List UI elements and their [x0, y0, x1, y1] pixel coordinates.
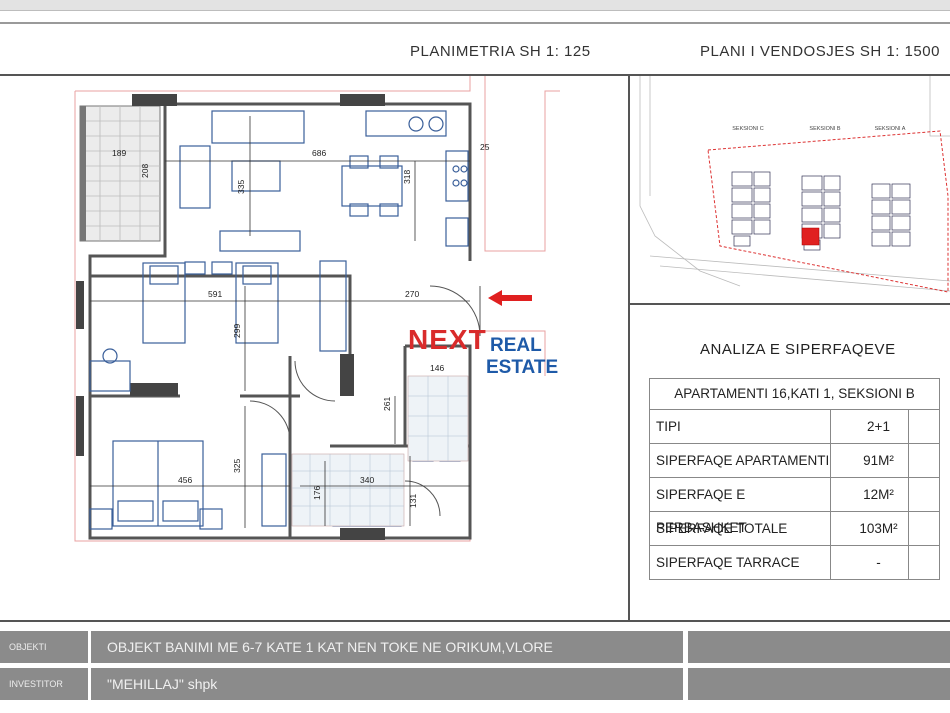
footer-investitor-row: INVESTITOR "MEHILLAJ" shpk [0, 668, 950, 702]
table-header: APARTAMENTI 16,KATI 1, SEKSIONI B [674, 386, 915, 401]
logo-estate: ESTATE [486, 357, 559, 378]
objekti-label: OBJEKTI [0, 631, 88, 663]
dim-340: 340 [360, 475, 374, 485]
footer-objekti-row: OBJEKTI OBJEKT BANIMI ME 6-7 KATE 1 KAT … [0, 631, 950, 665]
top-bar [0, 0, 950, 11]
table-header-row: APARTAMENTI 16,KATI 1, SEKSIONI B [650, 379, 939, 409]
dim-335: 335 [236, 180, 246, 194]
table-row: SIPERFAQE APARTAMENTI 91M² [650, 443, 939, 477]
table-row: SIPERFAQE TOTALE 103M² [650, 511, 939, 545]
table-row: SIPERFAQE E PERBASHKET 12M² [650, 477, 939, 535]
footer-divider [0, 620, 950, 622]
investitor-extra-cell [688, 668, 950, 700]
dim-176: 176 [312, 486, 322, 500]
objekti-value: OBJEKT BANIMI ME 6-7 KATE 1 KAT NEN TOKE… [91, 631, 683, 663]
dim-318: 318 [402, 170, 412, 184]
objekti-extra-cell [688, 631, 950, 663]
area-table: APARTAMENTI 16,KATI 1, SEKSIONI B TIPI 2… [649, 378, 940, 580]
dim-591: 591 [208, 289, 222, 299]
top-border [0, 22, 950, 24]
site-section-a: SEKSIONI A [875, 126, 906, 132]
dim-189: 189 [112, 148, 126, 158]
logo-next: NEXT [408, 324, 487, 355]
analysis-title: ANALIZA E SIPERFAQEVE [700, 341, 896, 358]
row-label: SIPERFAQE TOTALE [650, 512, 831, 545]
site-table-divider [630, 303, 950, 305]
logo-real: REAL [490, 335, 542, 356]
table-row: SIPERFAQE TARRACE - [650, 545, 939, 579]
site-plan-heading: PLANI I VENDOSJES SH 1: 1500 [700, 43, 940, 60]
floor-plan: 189 208 686 335 318 25 591 270 299 146 2… [74, 76, 560, 542]
row-value: 2+1 [831, 410, 909, 443]
row-label: SIPERFAQE E PERBASHKET [650, 478, 831, 535]
row-value: 91M² [831, 444, 909, 477]
dim-208: 208 [140, 164, 150, 178]
row-label: SIPERFAQE TARRACE [650, 546, 831, 579]
dim-456: 456 [178, 475, 192, 485]
row-label: SIPERFAQE APARTAMENTI [650, 444, 831, 477]
row-value: - [831, 546, 909, 579]
table-row: TIPI 2+1 [650, 409, 939, 443]
vertical-divider [628, 74, 630, 622]
row-value: 12M² [831, 478, 909, 511]
dim-686: 686 [312, 148, 326, 158]
site-section-c: SEKSIONI C [732, 126, 764, 132]
site-section-b: SEKSIONI B [809, 126, 841, 132]
investitor-label: INVESTITOR [0, 668, 88, 700]
dim-131: 131 [408, 494, 418, 508]
dim-25: 25 [480, 142, 490, 152]
row-label: TIPI [650, 410, 831, 443]
dim-261: 261 [382, 397, 392, 411]
dim-299: 299 [232, 324, 242, 338]
dim-325: 325 [232, 459, 242, 473]
investitor-value: "MEHILLAJ" shpk [91, 668, 683, 700]
row-value: 103M² [831, 512, 909, 545]
entrance-arrow-icon [488, 290, 532, 306]
site-plan: SEKSIONI C SEKSIONI B SEKSIONI A [639, 76, 950, 293]
header-divider [0, 74, 950, 76]
planimetria-heading: PLANIMETRIA SH 1: 125 [410, 43, 591, 60]
dim-270: 270 [405, 289, 419, 299]
highlighted-apartment-marker [801, 227, 820, 246]
next-real-estate-logo: NEXT REAL ESTATE [408, 322, 558, 382]
dim-146: 146 [430, 363, 444, 373]
